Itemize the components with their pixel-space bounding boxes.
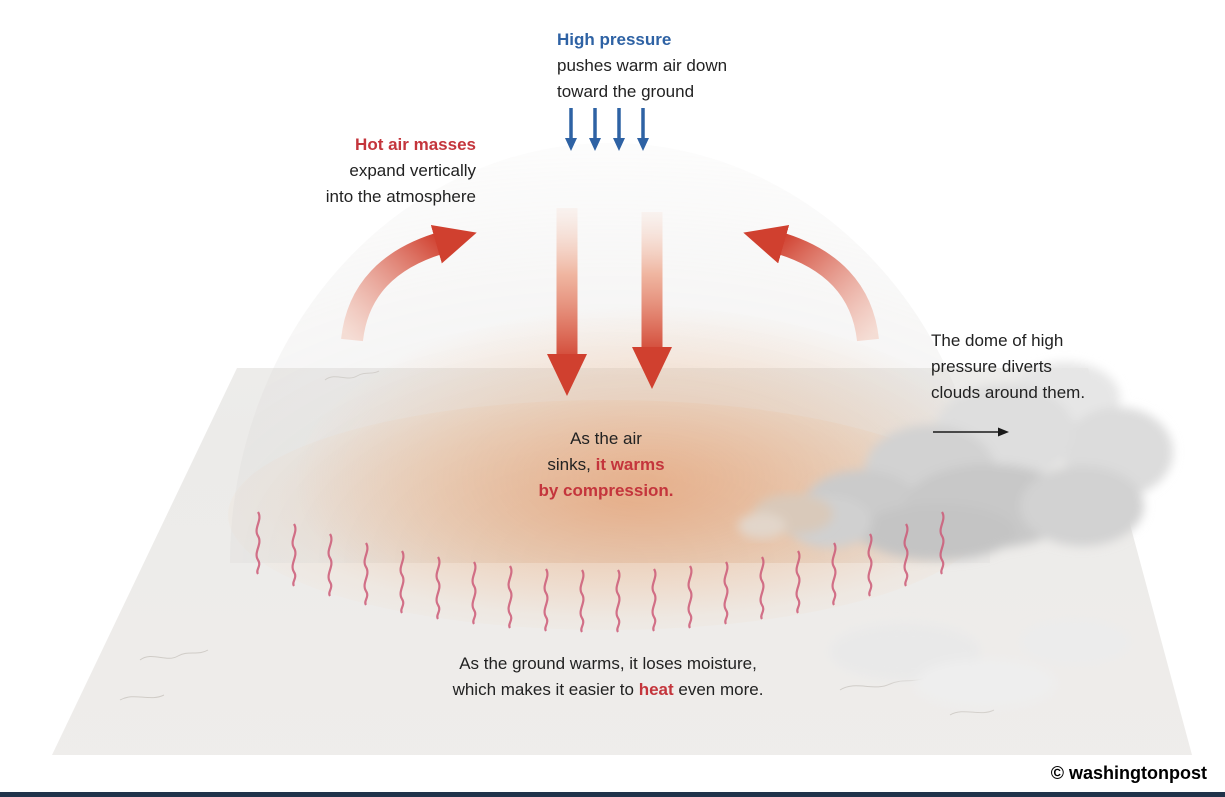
curved-up-arrow-icon (743, 224, 879, 342)
hot-air-label: Hot air masses expand vertically into th… (296, 132, 476, 210)
high-pressure-title: High pressure (557, 30, 672, 49)
ground-note-line2: which makes it easier to heat even more. (383, 677, 833, 703)
faint-clouds-icon (830, 620, 1130, 707)
hot-air-line2: into the atmosphere (325, 187, 476, 206)
sinking-air-arrows (547, 208, 672, 396)
hot-air-line1: expand vertically (349, 161, 476, 180)
ground-note-line2-end: even more. (673, 680, 764, 699)
high-pressure-arrows (565, 108, 649, 151)
sinking-line2-start: sinks, (547, 455, 596, 474)
cloud-note-label: The dome of high pressure diverts clouds… (931, 328, 1085, 406)
cloud-note-line3: clouds around them. (931, 383, 1086, 402)
high-pressure-line2: toward the ground (557, 82, 695, 101)
expanding-air-arrows (341, 224, 879, 342)
bottom-edge-bar (0, 792, 1225, 797)
high-pressure-line1: pushes warm air down (557, 56, 728, 75)
sinking-air-label: As the air sinks, it warms by compressio… (481, 426, 731, 504)
sinking-line2-emphasis: it warms (595, 455, 665, 474)
sinking-line3-emphasis: by compression. (538, 481, 674, 500)
ground-note-line1: As the ground warms, it loses moisture, (459, 654, 757, 673)
cloud-note-line2: pressure diverts (931, 357, 1052, 376)
sinking-line1: As the air (570, 429, 642, 448)
credit-watermark: © washingtonpost (1050, 763, 1207, 783)
hot-air-title: Hot air masses (355, 135, 476, 154)
ground-note-line2-emphasis: heat (638, 680, 674, 699)
sinking-line2: sinks, it warms (481, 452, 731, 478)
high-pressure-label: High pressure pushes warm air down towar… (557, 27, 727, 105)
ground-note-line2-start: which makes it easier to (452, 680, 639, 699)
ground-note-label: As the ground warms, it loses moisture, … (383, 651, 833, 703)
small-cloud-icon (738, 494, 833, 539)
curved-up-arrow-icon (341, 224, 477, 342)
cloud-note-line1: The dome of high (931, 331, 1064, 350)
